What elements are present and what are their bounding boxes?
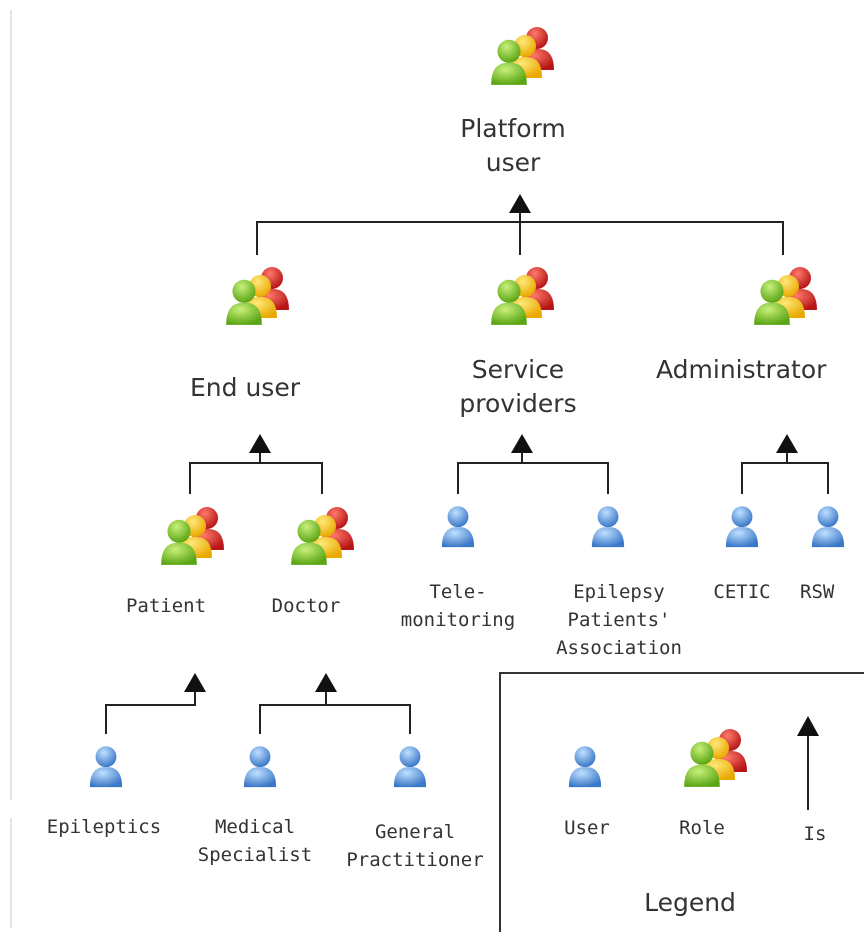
role-icon (161, 507, 224, 565)
label-platform-user: Platform user (460, 114, 566, 177)
user-icon (244, 746, 276, 787)
arrowhead (509, 194, 531, 213)
legend-role-label: Role (679, 817, 725, 839)
label-epileptics: Epileptics (46, 816, 162, 838)
role-icon (226, 267, 289, 325)
role-icon (291, 507, 354, 565)
user-icon (90, 746, 122, 787)
label-service-providers: Service providers (459, 355, 577, 418)
arrowhead (797, 716, 819, 736)
label-medical-specialist: Medical Specialist (197, 816, 313, 866)
edge-line (10, 10, 12, 800)
label-doctor: Doctor (271, 595, 341, 617)
label-administrator: Administrator (656, 355, 827, 384)
edge-line (10, 818, 12, 928)
arrowhead (315, 673, 337, 692)
label-rsw: RSW (800, 581, 835, 603)
arrowhead (511, 434, 533, 453)
arrowhead (184, 673, 206, 692)
legend-user-label: User (564, 817, 610, 839)
user-icon (726, 506, 758, 547)
user-icon (812, 506, 844, 547)
user-icon (592, 506, 624, 547)
label-telemonitoring: Tele- monitoring (400, 581, 516, 631)
user-icon (394, 746, 426, 787)
legend-is-label: Is (803, 823, 827, 845)
role-icon (491, 27, 554, 85)
legend-title: Legend (644, 888, 736, 917)
user-icon (442, 506, 474, 547)
legend-box (499, 672, 864, 932)
label-epilepsy-association: Epilepsy Patients' Association (556, 581, 682, 659)
label-patient: Patient (125, 595, 207, 617)
label-end-user: End user (190, 373, 300, 402)
label-general-practitioner: General Practitioner (346, 821, 484, 871)
arrowhead (249, 434, 271, 453)
label-cetic: CETIC (713, 581, 771, 603)
arrowhead (776, 434, 798, 453)
role-icon (754, 267, 817, 325)
role-icon (491, 267, 554, 325)
